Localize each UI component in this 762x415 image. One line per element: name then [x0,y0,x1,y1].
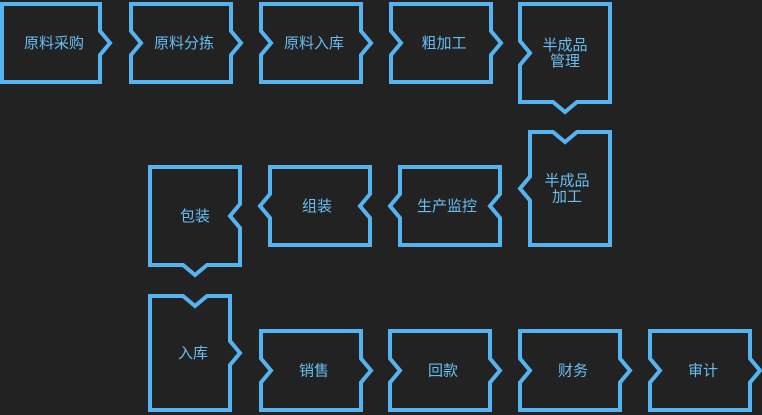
flow-step-shape [259,329,374,412]
flow-step-s3: 原料入库 [259,2,374,84]
flow-step-label: 销售 [299,362,329,380]
flow-step-s11: 销售 [259,329,374,412]
flow-step-label: 原料分拣 [154,34,214,52]
flow-step-shape [389,2,504,84]
flow-step-s9: 包装 [148,165,242,278]
flow-step-label: 粗加工 [421,34,466,52]
flow-step-s2: 原料分拣 [129,2,244,84]
flow-step-label: 加工 [552,188,582,206]
flow-step-shape [517,130,612,247]
flow-step-label: 管理 [550,52,580,70]
flow-step-label: 组装 [302,197,332,215]
flow-step-s12: 回款 [388,329,503,412]
flow-step-s14: 审计 [648,329,762,412]
flow-step-shape [129,2,244,84]
flow-step-shape [388,329,503,412]
flow-step-shape [648,329,762,412]
flow-step-shape [257,165,372,247]
flow-step-label: 半成品 [544,172,589,190]
flow-step-s8: 组装 [257,165,372,247]
flow-step-s7: 生产监控 [387,165,502,247]
flow-step-s1: 原料采购 [0,2,113,84]
flow-step-label: 审计 [688,362,718,380]
flow-step-s13: 财务 [518,329,633,412]
flow-step-shape [387,165,502,247]
flow-step-label: 原料采购 [24,34,84,52]
flow-step-s10: 入库 [148,294,243,412]
flow-step-label: 回款 [428,362,458,380]
flow-step-label: 半成品 [542,36,587,54]
flow-step-s4: 粗加工 [389,2,504,84]
flow-step-shape [518,2,612,115]
flow-step-shape [259,2,374,84]
flow-step-shape [518,329,633,412]
flow-step-shape [0,2,113,84]
flow-step-label: 包装 [180,207,210,225]
flow-step-label: 生产监控 [417,197,477,215]
flow-step-label: 入库 [178,344,208,362]
flow-step-label: 原料入库 [284,34,344,52]
flow-step-label: 财务 [558,362,588,380]
flow-step-shape [148,165,242,278]
flow-step-shape [148,294,243,412]
